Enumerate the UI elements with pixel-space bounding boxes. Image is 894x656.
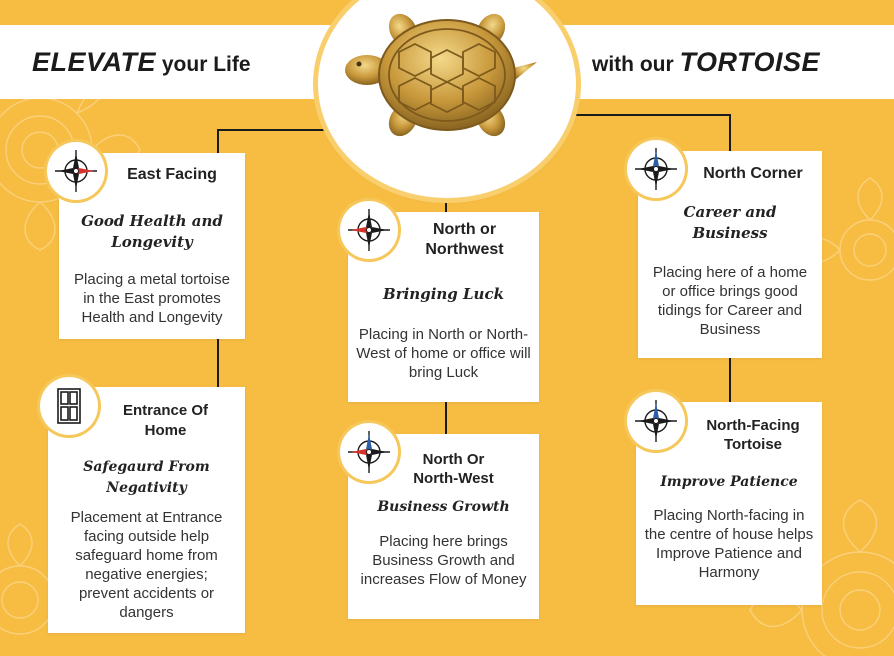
card-body: Placing in North or North-West of home o…: [356, 326, 531, 381]
card-title: East Facing: [127, 166, 217, 183]
header-emphasis-elevate: ELEVATE: [32, 46, 157, 77]
card-title: North-Facing Tortoise: [706, 417, 800, 453]
card-body: Placing here of a home or office brings …: [652, 264, 808, 338]
card-north-or-northwest: North or Northwest Bringing Luck Placing…: [348, 212, 539, 402]
card-subtitle: Improve Patience: [660, 474, 798, 490]
compass-icon: [635, 148, 677, 190]
header-right-text: with our TORTOISE: [592, 47, 820, 78]
card-subtitle: Safegaurd From Negativity: [83, 459, 210, 496]
header-with-our: with our: [592, 52, 674, 76]
card-title: North or Northwest: [425, 221, 504, 258]
card-north-corner: North Corner Career and Business Placing…: [638, 151, 822, 358]
card-title: Entrance Of Home: [122, 402, 209, 439]
header-banner-left: ELEVATE your Life: [0, 25, 340, 99]
compass-icon: [635, 400, 677, 442]
tortoise-icon: [345, 13, 537, 137]
card-title: North Corner: [703, 165, 803, 182]
compass-icon-badge-north-corner: [627, 140, 685, 198]
card-subtitle: Bringing Luck: [383, 285, 504, 303]
card-subtitle: Career and Business: [683, 203, 777, 242]
card-north-or-north-west-business: North Or North-West Business Growth Plac…: [348, 434, 539, 619]
door-icon: [57, 388, 81, 424]
header-banner-right: with our TORTOISE: [560, 25, 894, 99]
card-body: Placing here brings Business Growth and …: [360, 533, 527, 588]
compass-icon-badge-east: [47, 142, 105, 200]
compass-icon: [55, 150, 97, 192]
card-body: Placement at Entrance facing outside hel…: [70, 509, 223, 621]
card-subtitle: Good Health and Longevity: [81, 212, 223, 251]
compass-icon-badge-business: [340, 423, 398, 481]
compass-icon: [348, 209, 390, 251]
compass-icon: [348, 431, 390, 473]
compass-icon-badge-north-nw: [340, 201, 398, 259]
card-body: Placing a metal tortoise in the East pro…: [74, 271, 230, 326]
card-body: Placing North-facing in the centre of ho…: [644, 507, 814, 581]
header-left-text: ELEVATE your Life: [32, 47, 251, 78]
card-title: North Or North-West: [413, 451, 494, 487]
card-subtitle: Business Growth: [377, 499, 510, 515]
header-your-life: your Life: [161, 52, 251, 76]
compass-icon-badge-north-facing: [627, 392, 685, 450]
door-icon-badge: [40, 377, 98, 435]
header-emphasis-tortoise: TORTOISE: [679, 46, 821, 77]
